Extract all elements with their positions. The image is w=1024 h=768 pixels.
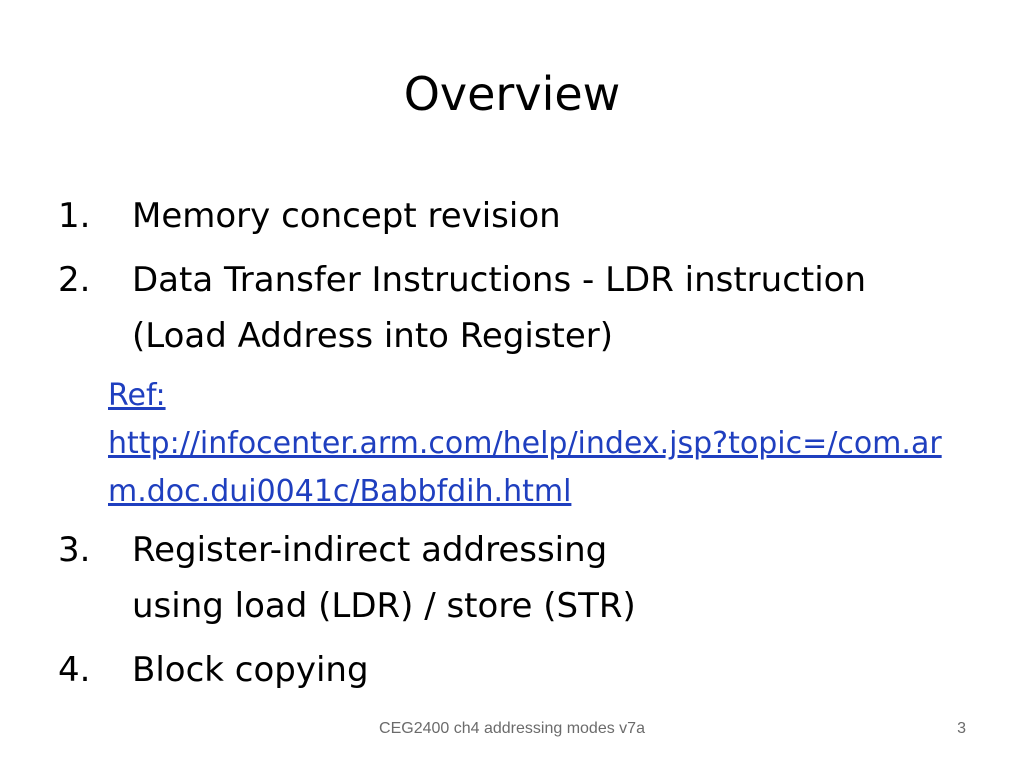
list-item: 4. Block copying [58, 642, 958, 698]
list-item-number: 1. [58, 196, 91, 236]
list-item: 3. Register-indirect addressing using lo… [58, 522, 958, 634]
list-item-text: Block copying [132, 650, 369, 690]
footer-page-number: 3 [957, 720, 966, 737]
slide-title: Overview [403, 67, 621, 121]
reference-url-link[interactable]: http://infocenter.arm.com/help/index.jsp… [108, 426, 942, 509]
list-item-number: 4. [58, 650, 91, 690]
footer-course-label: CEG2400 ch4 addressing modes v7a [379, 720, 645, 737]
list-item-number: 3. [58, 530, 91, 570]
list-item-text: Register-indirect addressing using load … [132, 530, 636, 626]
list-item: 2. Data Transfer Instructions - LDR inst… [58, 252, 958, 364]
list-item: 1. Memory concept revision [58, 188, 958, 244]
list-item-text: Data Transfer Instructions - LDR instruc… [132, 260, 867, 356]
list-item-text: Memory concept revision [132, 196, 561, 236]
list-item-number: 2. [58, 260, 91, 300]
reference-label-link[interactable]: Ref: [108, 378, 166, 413]
reference-block: Ref: http://infocenter.arm.com/help/inde… [108, 372, 968, 516]
overview-list: 1. Memory concept revision 2. Data Trans… [58, 188, 958, 698]
